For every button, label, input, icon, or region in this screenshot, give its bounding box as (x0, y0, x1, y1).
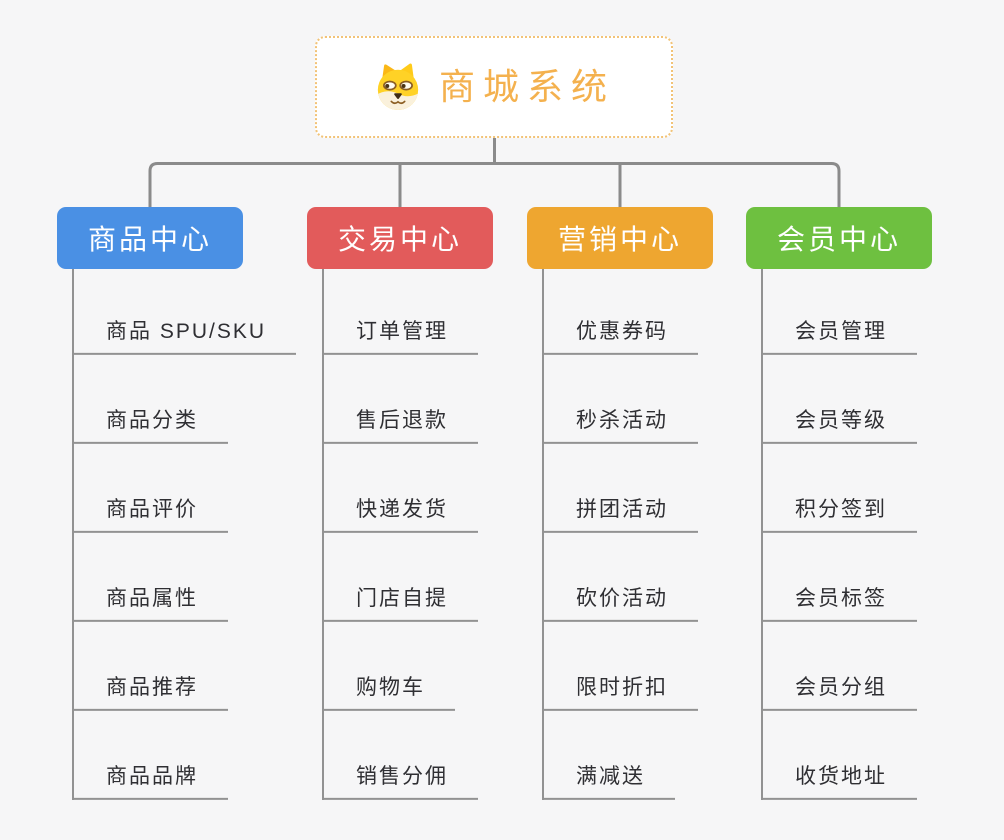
child-item[interactable]: 商品推荐 (73, 676, 228, 711)
child-item[interactable]: 秒杀活动 (543, 409, 698, 444)
child-item-label: 会员管理 (795, 319, 887, 343)
child-item-label: 会员标签 (795, 586, 887, 610)
root-node-mall-system[interactable]: 商城系统 (315, 36, 673, 138)
branch-node-label: 会员中心 (776, 224, 901, 255)
child-item-label: 快递发货 (356, 497, 448, 521)
branch-node-1[interactable]: 商品中心 (57, 207, 243, 269)
child-item[interactable]: 快递发货 (323, 498, 478, 533)
child-item-label: 限时折扣 (576, 675, 668, 699)
child-item[interactable]: 收货地址 (762, 765, 917, 800)
branch-spines (72, 269, 763, 800)
child-item-label: 门店自提 (356, 586, 448, 610)
child-item-label: 购物车 (356, 675, 425, 699)
child-item-label: 商品推荐 (106, 675, 198, 699)
child-item-label: 收货地址 (795, 764, 887, 788)
branch-node-label: 商品中心 (87, 224, 212, 255)
child-item[interactable]: 商品分类 (73, 409, 228, 444)
child-item-label: 商品分类 (106, 408, 198, 432)
child-item[interactable]: 会员标签 (762, 587, 917, 622)
child-item-label: 拼团活动 (576, 497, 668, 521)
child-item[interactable]: 积分签到 (762, 498, 917, 533)
child-item[interactable]: 门店自提 (323, 587, 478, 622)
child-item-label: 优惠券码 (576, 319, 668, 343)
child-item-label: 商品品牌 (106, 764, 198, 788)
child-item-label: 订单管理 (356, 319, 448, 343)
child-item[interactable]: 会员管理 (762, 320, 917, 355)
child-item-label: 会员等级 (795, 408, 887, 432)
child-item[interactable]: 砍价活动 (543, 587, 698, 622)
child-item[interactable]: 会员分组 (762, 676, 917, 711)
child-item-label: 会员分组 (795, 675, 887, 699)
child-item[interactable]: 商品评价 (73, 498, 228, 533)
child-item-label: 秒杀活动 (576, 408, 668, 432)
branch-bus-line (148, 162, 841, 207)
branch-node-label: 营销中心 (557, 224, 682, 255)
child-item[interactable]: 满减送 (543, 765, 675, 800)
branch-node-label: 交易中心 (337, 224, 462, 255)
child-item-label: 售后退款 (356, 408, 448, 432)
child-item-label: 满减送 (576, 764, 645, 788)
root-node-label: 商城系统 (438, 66, 615, 107)
child-item[interactable]: 会员等级 (762, 409, 917, 444)
child-item[interactable]: 售后退款 (323, 409, 478, 444)
child-item-label: 砍价活动 (576, 586, 668, 610)
child-item-label: 积分签到 (795, 497, 887, 521)
branch-node-4[interactable]: 会员中心 (746, 207, 932, 269)
child-item[interactable]: 销售分佣 (323, 765, 478, 800)
child-item-label: 商品评价 (106, 497, 198, 521)
child-item[interactable]: 优惠券码 (543, 320, 698, 355)
child-item[interactable]: 商品品牌 (73, 765, 228, 800)
branch-node-2[interactable]: 交易中心 (307, 207, 493, 269)
child-item-label: 商品 SPU/SKU (106, 319, 267, 343)
child-item[interactable]: 商品属性 (73, 587, 228, 622)
branch-node-3[interactable]: 营销中心 (527, 207, 713, 269)
child-item[interactable]: 商品 SPU/SKU (73, 319, 297, 355)
child-item[interactable]: 限时折扣 (543, 676, 698, 711)
child-item-label: 商品属性 (106, 586, 198, 610)
child-item[interactable]: 拼团活动 (543, 498, 698, 533)
child-item-label: 销售分佣 (356, 764, 448, 788)
child-item[interactable]: 购物车 (323, 676, 455, 711)
child-item[interactable]: 订单管理 (323, 320, 478, 355)
doge-icon (377, 63, 419, 111)
